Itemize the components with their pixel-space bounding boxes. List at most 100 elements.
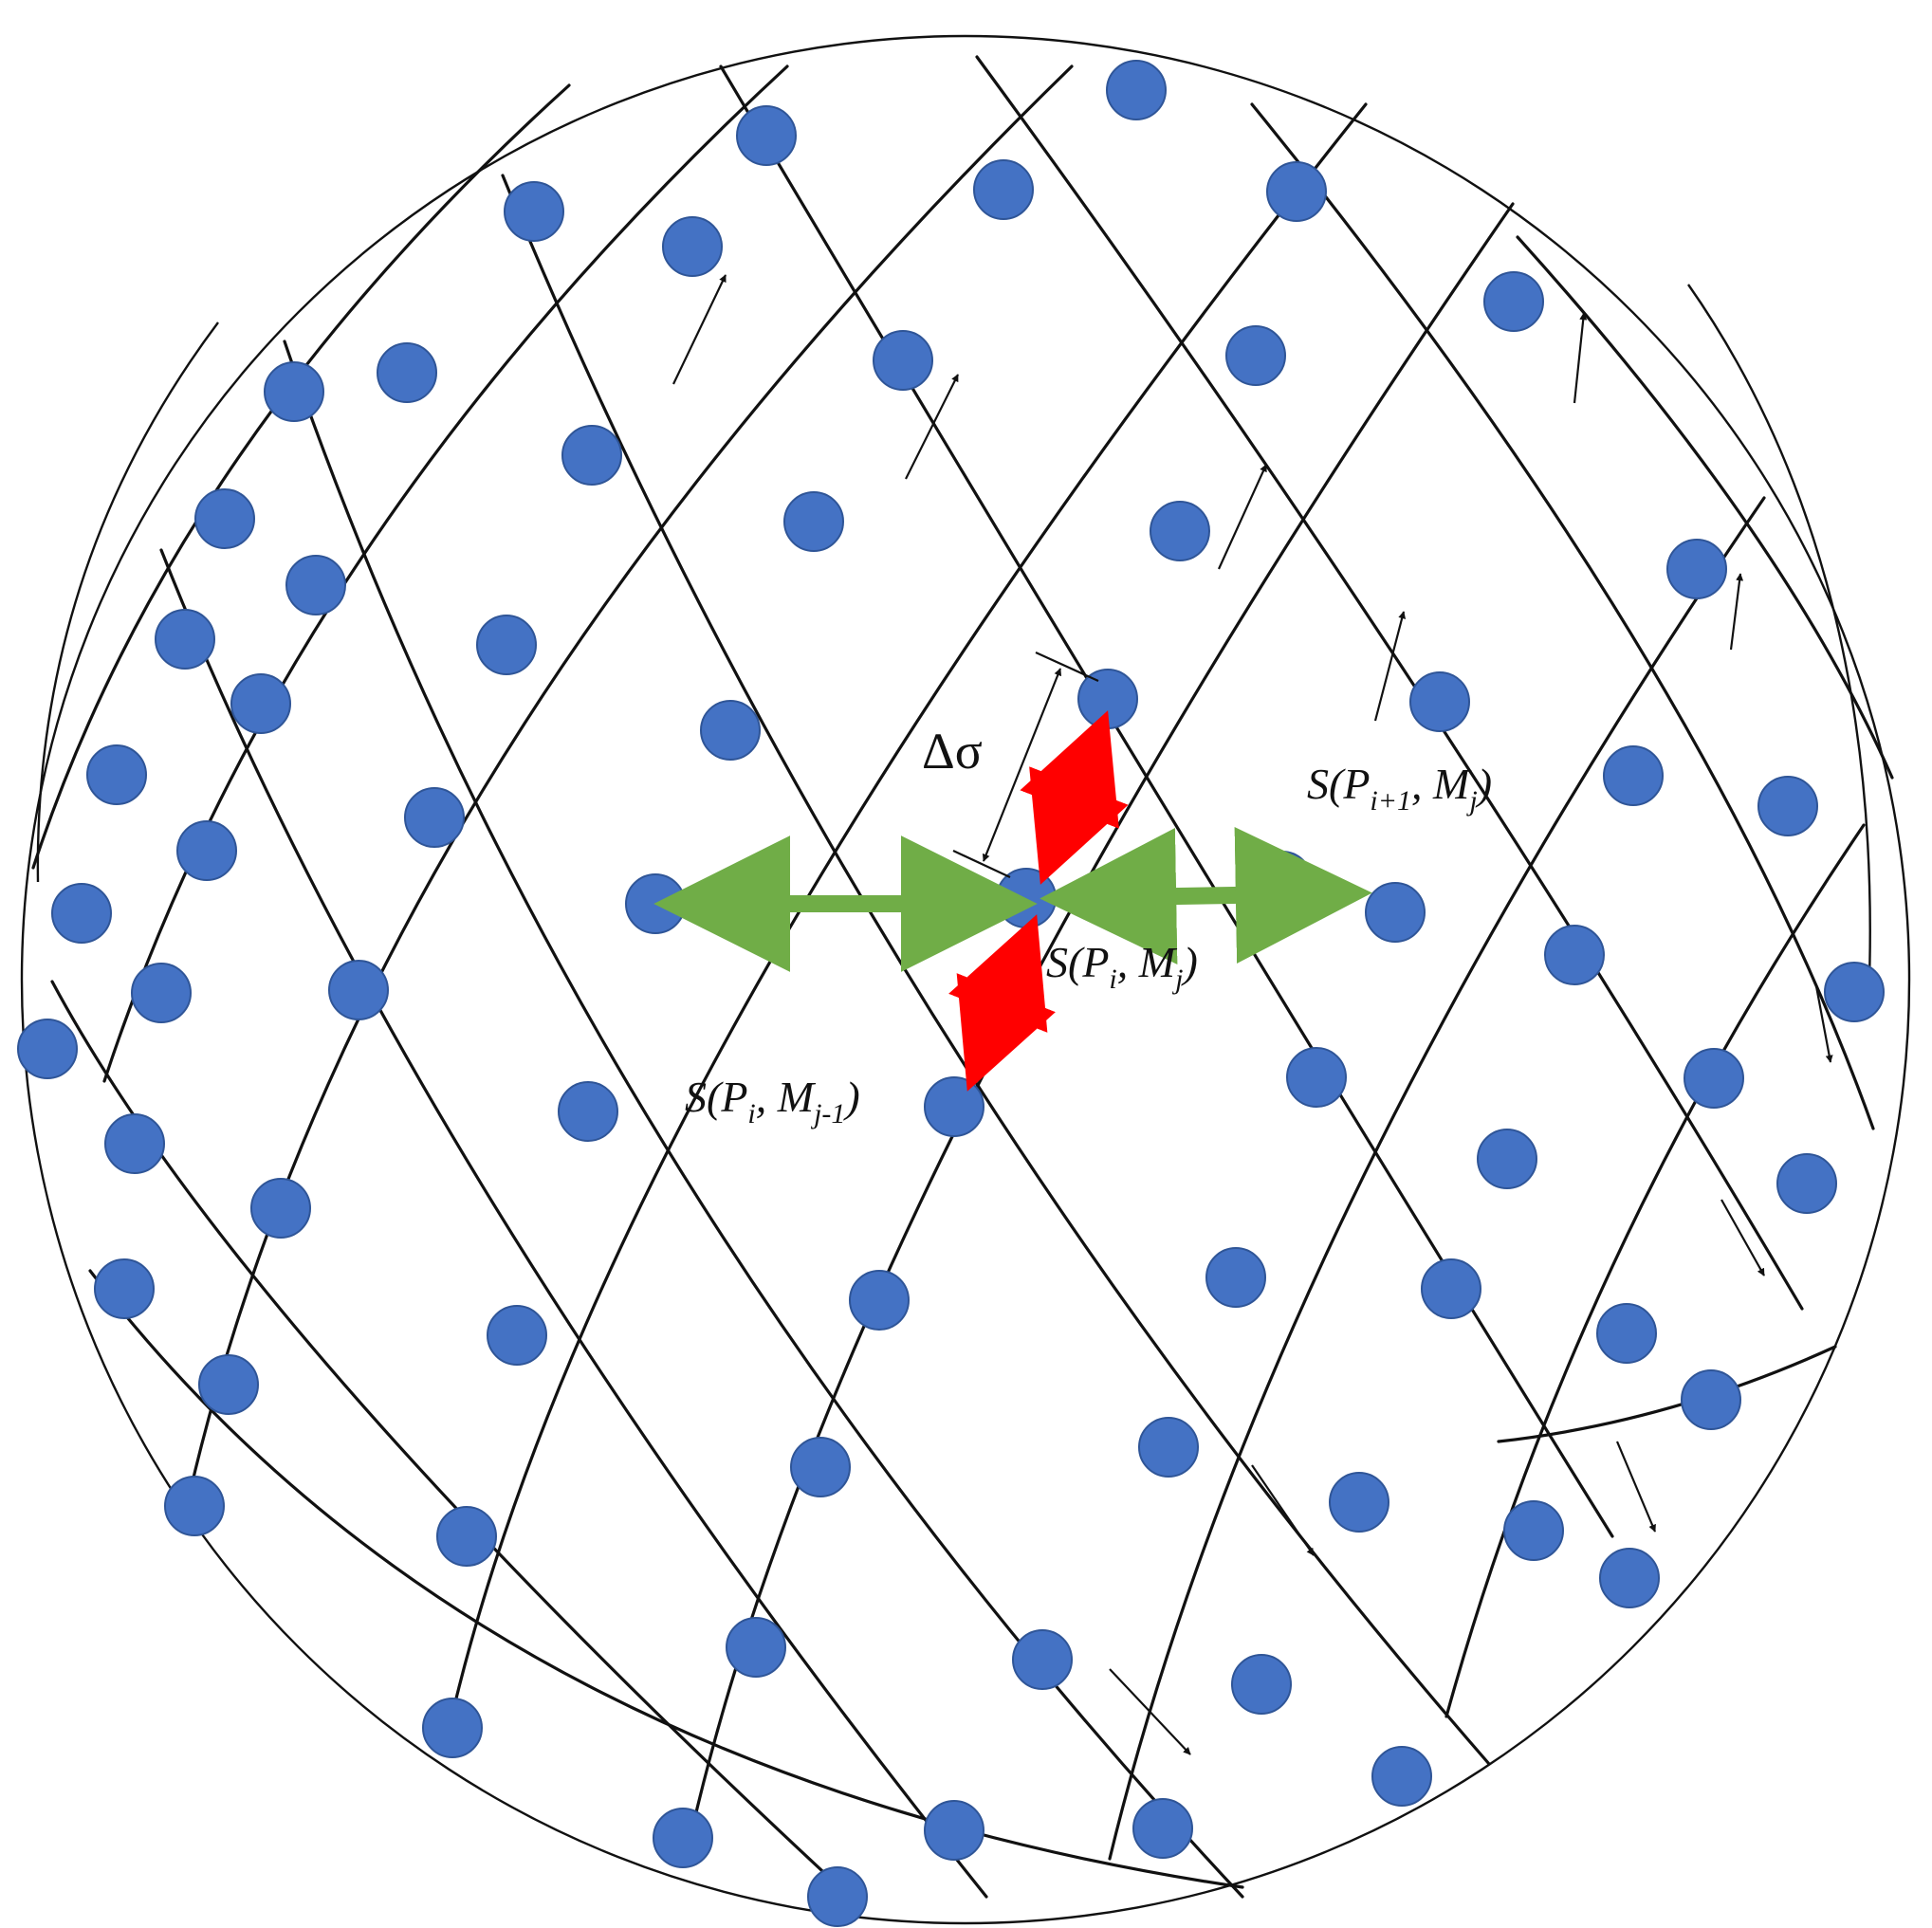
direction-arrow	[1615, 1441, 1657, 1533]
sample-node	[1106, 60, 1167, 120]
sample-node	[662, 216, 723, 277]
direction-arrow	[1814, 985, 1833, 1063]
sample-node	[104, 1113, 165, 1174]
sample-node	[94, 1258, 155, 1319]
sample-node	[436, 1506, 497, 1567]
sample-node	[1477, 1129, 1537, 1189]
direction-arrow	[1109, 1668, 1191, 1755]
sample-node	[1150, 501, 1210, 561]
green-arrow-right	[1040, 826, 1372, 965]
flow-arrows	[672, 274, 1833, 1755]
sample-node	[1286, 1047, 1347, 1108]
sample-node	[726, 1617, 786, 1678]
helical-curve	[188, 64, 1074, 1496]
sample-node	[1409, 671, 1470, 732]
sample-node	[1599, 1548, 1660, 1608]
label-current-node: S(Pi, Mj)	[1046, 938, 1198, 995]
direction-arrow	[1217, 464, 1268, 570]
sample-node	[1231, 1654, 1292, 1715]
sample-node	[17, 1019, 78, 1079]
sample-node	[1205, 1247, 1266, 1308]
sample-node	[155, 609, 215, 670]
helical-curve	[1108, 496, 1766, 1861]
sample-node	[1596, 1303, 1657, 1364]
red-arrow-lower	[948, 914, 1056, 1092]
sample-node	[1329, 1472, 1389, 1533]
sample-node	[736, 105, 797, 166]
sample-node	[86, 744, 147, 805]
sample-node	[422, 1698, 483, 1758]
sample-node	[790, 1437, 851, 1497]
helical-curve	[102, 64, 789, 1083]
label-prev-measure-node: S(Pi, Mj-1)	[685, 1073, 860, 1129]
helical-curve	[88, 1269, 1244, 1889]
sample-node	[1138, 1417, 1199, 1478]
helical-curve	[1444, 823, 1866, 1718]
sample-node	[973, 159, 1034, 220]
sample-node	[1421, 1258, 1481, 1319]
direction-arrow	[1251, 1464, 1315, 1556]
sample-node	[1684, 1048, 1744, 1109]
helical-curve	[1516, 235, 1894, 780]
sample-node	[1012, 1629, 1073, 1690]
sample-node	[653, 1808, 713, 1868]
direction-arrow	[1573, 312, 1588, 404]
sample-node	[487, 1305, 547, 1366]
sphere-outline	[20, 34, 1911, 1925]
sample-node	[250, 1178, 311, 1239]
direction-arrow	[1729, 573, 1744, 651]
sample-node	[700, 700, 761, 761]
sample-node	[807, 1866, 868, 1927]
sample-node	[1371, 1746, 1432, 1807]
sample-node	[264, 361, 324, 422]
sample-node	[625, 873, 686, 934]
direction-arrow	[905, 374, 959, 480]
sample-node	[924, 1076, 984, 1137]
sample-node	[1681, 1369, 1741, 1430]
sample-node	[1666, 539, 1727, 599]
helical-curve	[31, 83, 571, 870]
delta-sigma-label: Δσ	[922, 723, 983, 780]
sample-node	[476, 615, 537, 675]
sample-node	[176, 820, 237, 881]
sample-node	[1776, 1153, 1837, 1214]
sample-node	[1077, 669, 1138, 729]
sample-node	[1483, 271, 1544, 332]
sample-node	[1544, 925, 1605, 985]
sample-node	[285, 555, 346, 615]
helical-curves	[31, 55, 1894, 1899]
sample-node	[194, 488, 255, 549]
sample-node	[230, 673, 291, 734]
direction-arrow	[672, 274, 727, 385]
sample-node	[1603, 745, 1664, 806]
delta-sigma-dimension: Δσ	[922, 651, 1099, 878]
helical-curve	[50, 980, 837, 1884]
sample-node	[1365, 882, 1426, 943]
sample-node	[51, 883, 112, 944]
sample-node	[328, 960, 389, 1020]
sample-node	[1132, 1798, 1193, 1859]
sample-node	[873, 330, 933, 391]
sample-node	[131, 963, 192, 1023]
helical-curve	[686, 202, 1515, 1851]
delta-sigma-arrow	[982, 668, 1062, 862]
sample-node	[849, 1270, 910, 1331]
sample-node	[504, 181, 564, 242]
sample-node	[1824, 962, 1885, 1022]
sample-node	[1503, 1500, 1564, 1561]
helical-curve	[719, 64, 1614, 1538]
direction-arrow	[1720, 1199, 1765, 1276]
sample-node	[1757, 776, 1818, 836]
sample-node	[783, 491, 844, 552]
helical-curve	[1497, 1345, 1837, 1443]
sample-node	[404, 787, 465, 848]
sample-node	[377, 342, 437, 403]
helical-curve	[453, 102, 1368, 1704]
sample-node	[924, 1800, 984, 1861]
red-arrow-upper	[1020, 710, 1129, 885]
label-next-path-node: S(Pi+1, Mj)	[1307, 760, 1492, 817]
node-labels: S(Pi, Mj) S(Pi+1, Mj) S(Pi, Mj-1)	[685, 760, 1492, 1129]
helical-curve	[159, 548, 988, 1899]
sample-node	[561, 425, 622, 486]
